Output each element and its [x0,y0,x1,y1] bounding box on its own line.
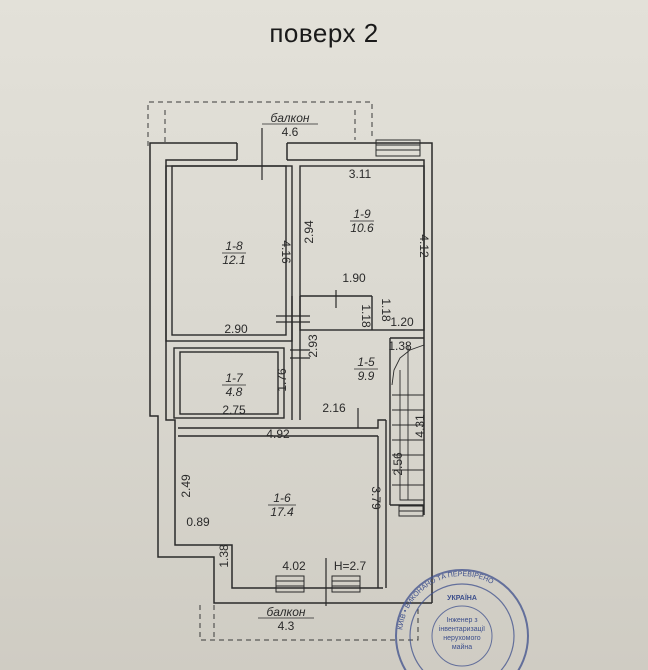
ceiling-height: H=2.7 [334,559,367,573]
room-1-5-area: 9.9 [358,369,375,383]
room-1-6-id: 1-6 [273,491,291,505]
dim-4-92: 4.92 [266,427,290,441]
balcony-bottom-size: 4.3 [278,619,295,633]
dim-1-20: 1.20 [390,315,414,329]
dim-2-75: 2.75 [222,403,246,417]
room-1-8-id: 1-8 [225,239,243,253]
stamp-line-4: майна [452,643,472,651]
dim-4-31: 4.31 [413,414,427,438]
stamp-line-2: інвентаризації [439,625,485,633]
staircase [391,344,425,501]
room-1-7-area: 4.8 [226,385,243,399]
balcony-top-label: балкон [271,111,310,125]
exterior-walls [149,142,433,604]
dim-4-12: 4.12 [417,234,431,258]
floor-title: поверх 2 [269,18,379,48]
dim-3-79: 3.79 [369,486,383,510]
stamp-line-1: Інженер з [446,617,477,624]
balcony-top-size: 4.6 [282,125,299,139]
dim-2-93: 2.93 [306,334,320,358]
dim-2-94: 2.94 [302,220,316,244]
room-1-5-id: 1-5 [357,355,375,369]
stamp-line-3: нерухомого [443,635,480,642]
room-1-9-area: 10.6 [350,221,374,235]
dim-1-38-stair: 1.38 [388,339,412,353]
room-1-9-id: 1-9 [353,207,371,221]
dim-0-89: 0.89 [186,515,210,529]
dim-2-90: 2.90 [224,322,248,336]
dim-1-76: 1.76 [275,368,289,392]
dim-3-11: 3.11 [349,167,372,181]
dim-4-02: 4.02 [282,559,306,573]
room-1-7-id: 1-7 [225,371,244,385]
balcony-bottom-label: балкон [267,605,306,619]
dim-2-56: 2.56 [391,452,405,476]
door-ticks [261,128,359,606]
room-1-6-area: 17.4 [270,505,294,519]
official-stamp: КИЇВ • ВИКОНАНО ТА ПЕРЕВІРЕНО УКРАЇНА Ін… [395,569,529,670]
stamp-center-word: УКРАЇНА [447,594,477,602]
dim-1-18-a: 1.18 [359,304,373,328]
dim-1-18-b: 1.18 [379,298,393,322]
dim-1-90: 1.90 [342,271,366,285]
room-1-8-area: 12.1 [222,253,245,267]
dim-1-38-bottom: 1.38 [217,544,231,568]
dim-2-16: 2.16 [322,401,346,415]
dim-2-49: 2.49 [179,474,193,498]
balcony-outlines [147,101,419,641]
windows-bottom [275,575,361,593]
vents-top [375,139,424,517]
dim-4-16: 4.16 [279,240,293,264]
